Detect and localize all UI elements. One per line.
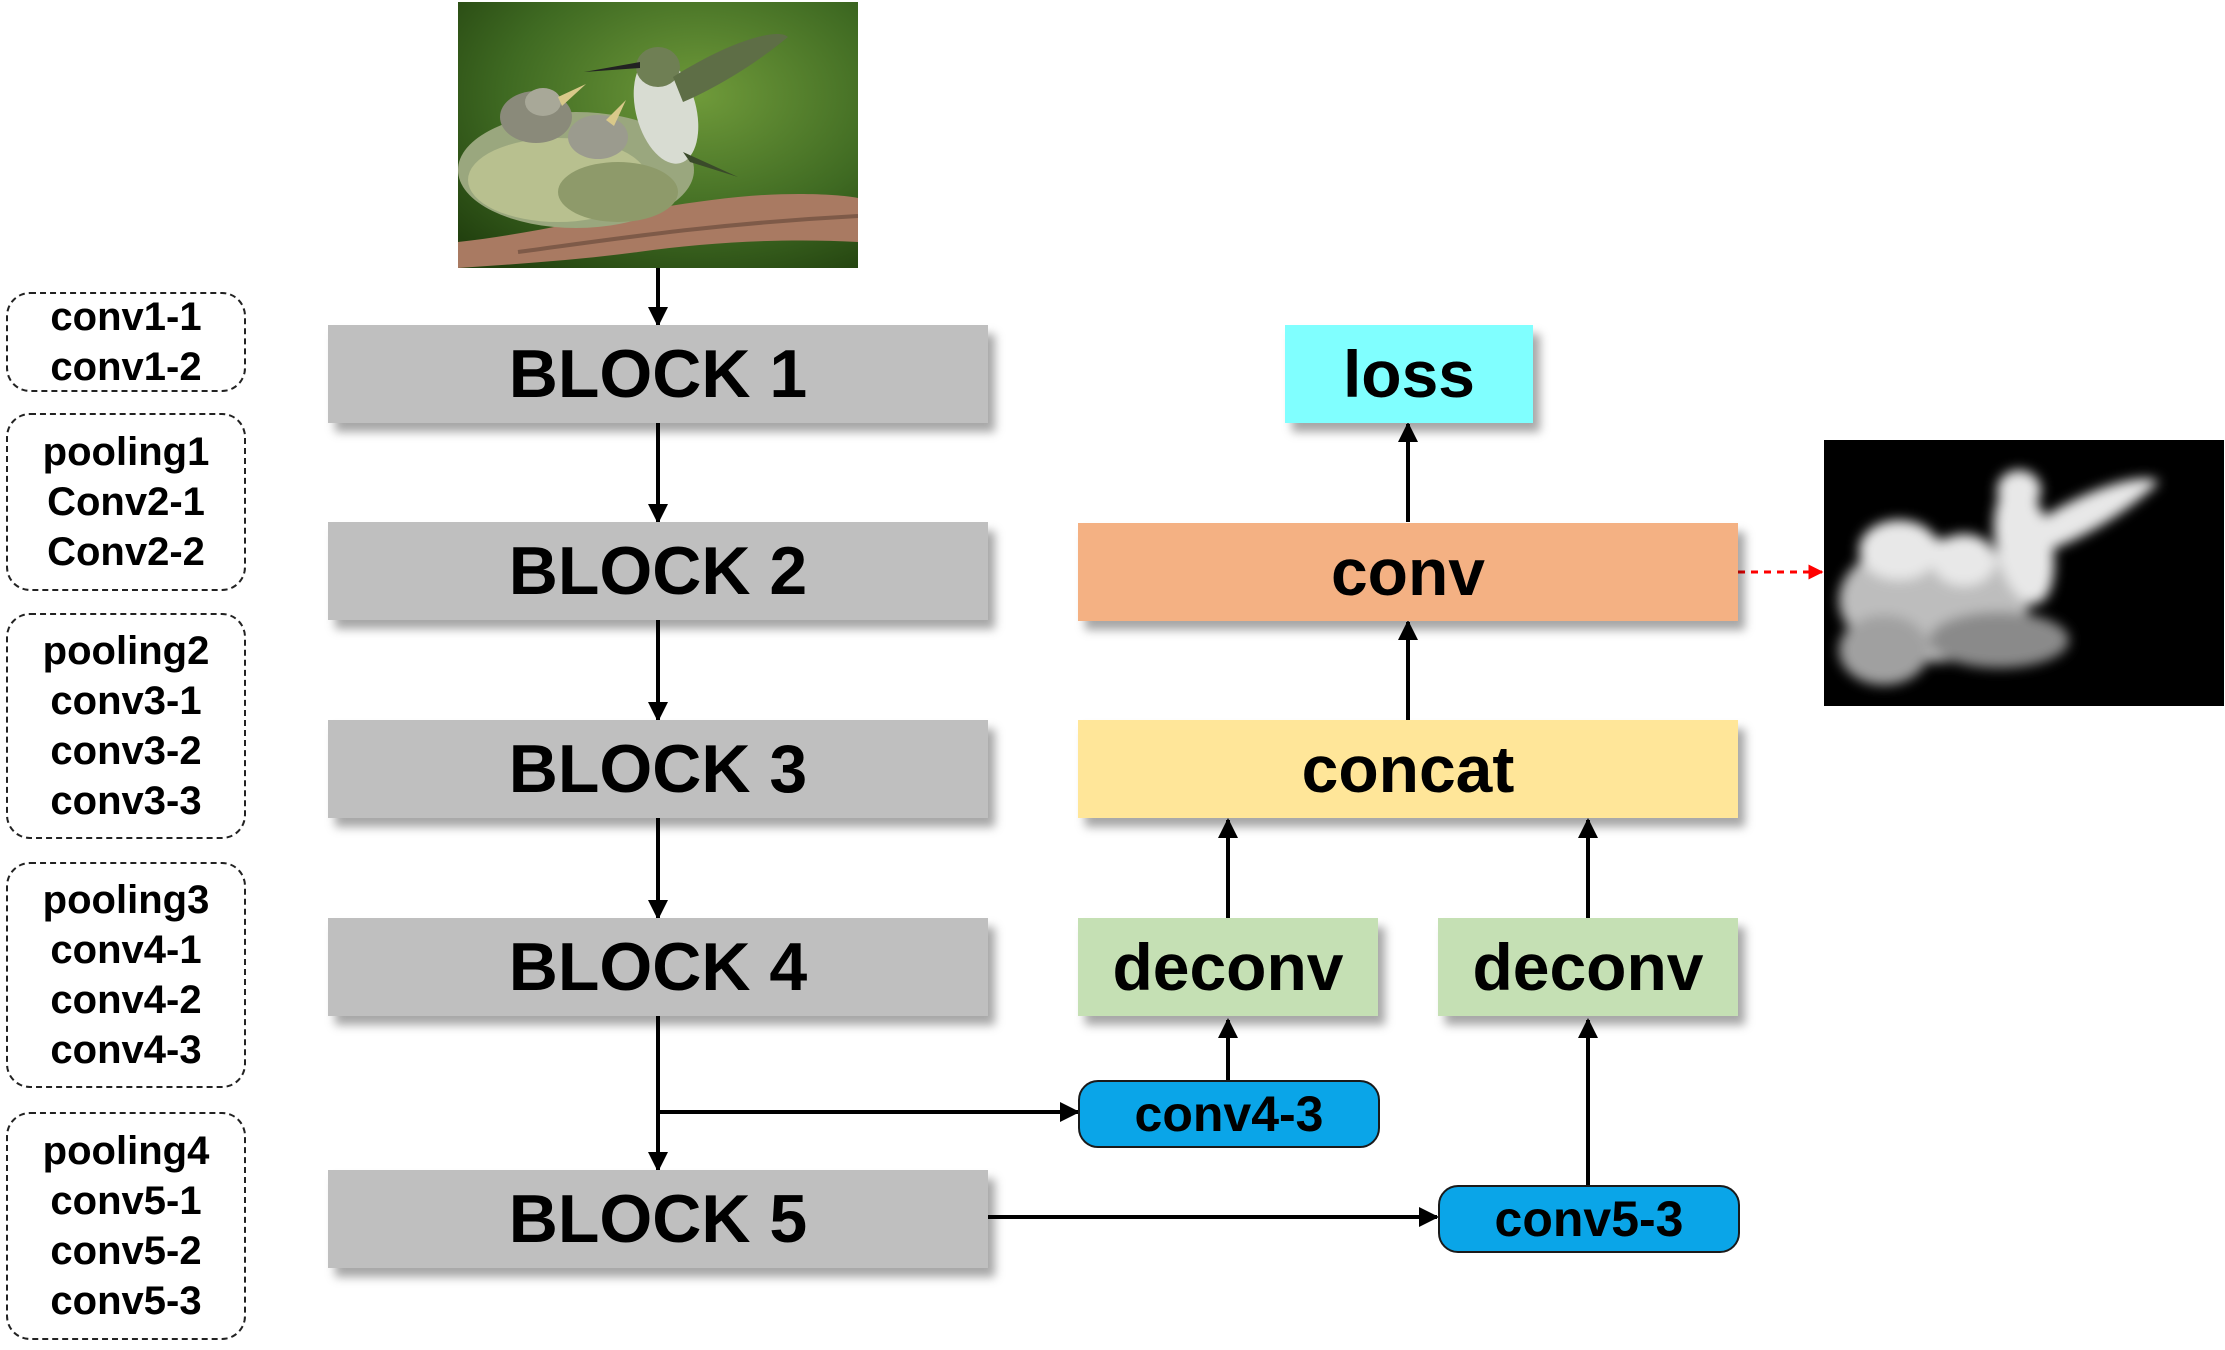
layer-label: conv5-1 [50,1179,202,1223]
block-1: BLOCK 1 [328,325,988,423]
layer-group-4: pooling3 conv4-1 conv4-2 conv4-3 [6,862,246,1088]
saliency-graphic [1824,440,2224,706]
layer-group-1: conv1-1 conv1-2 [6,292,246,392]
layer-label: conv5-3 [50,1279,202,1323]
layer-label: pooling2 [42,629,210,673]
layer-label: conv5-2 [50,1229,202,1273]
layer-label: conv1-1 [50,295,202,339]
layer-group-5: pooling4 conv5-1 conv5-2 conv5-3 [6,1112,246,1340]
deconv-box-left: deconv [1078,918,1378,1016]
layer-label: pooling1 [42,430,210,474]
layer-label: Conv2-1 [47,480,205,524]
layer-group-3: pooling2 conv3-1 conv3-2 conv3-3 [6,613,246,839]
layer-label: conv3-2 [50,729,202,773]
block-5: BLOCK 5 [328,1170,988,1268]
layer-label: conv4-2 [50,978,202,1022]
loss-box: loss [1285,325,1533,423]
layer-label: conv3-1 [50,679,202,723]
layer-label: conv4-1 [50,928,202,972]
layer-label: conv3-3 [50,779,202,823]
layer-label: conv4-3 [50,1028,202,1072]
layer-label: pooling4 [42,1129,210,1173]
layer-label: pooling3 [42,878,210,922]
input-image [458,2,858,268]
block-4: BLOCK 4 [328,918,988,1016]
conv4-3-side-output: conv4-3 [1078,1080,1380,1148]
input-photo-graphic [458,2,858,268]
layer-group-2: pooling1 Conv2-1 Conv2-2 [6,413,246,591]
concat-box: concat [1078,720,1738,818]
block-2: BLOCK 2 [328,522,988,620]
output-saliency-image [1824,440,2224,706]
block-3: BLOCK 3 [328,720,988,818]
layer-label: Conv2-2 [47,530,205,574]
deconv-box-right: deconv [1438,918,1738,1016]
conv5-3-side-output: conv5-3 [1438,1185,1740,1253]
conv-box: conv [1078,523,1738,621]
layer-label: conv1-2 [50,345,202,389]
